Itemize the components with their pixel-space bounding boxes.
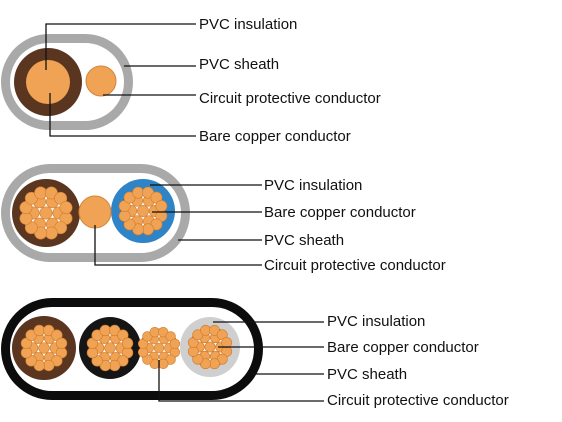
cable-2-core-2-strands [118, 186, 168, 236]
copper-strand [153, 342, 165, 354]
cable-2: PVC insulation Bare copper conductor PVC… [1, 164, 446, 274]
cable-3-core-1-strands [20, 324, 68, 372]
cable-2-label-pvc-insulation: PVC insulation [264, 177, 362, 194]
copper-strand [121, 337, 134, 349]
copper-strand [104, 342, 116, 354]
copper-strand [39, 206, 53, 220]
copper-strand [137, 205, 149, 217]
cable-3-label-pvc-sheath: PVC sheath [327, 366, 407, 383]
cable-1-cpc-conductor [85, 65, 117, 97]
copper-strand [38, 342, 50, 354]
copper-strand [55, 337, 68, 349]
cable-3-label-cpc: Circuit protective conductor [327, 392, 509, 409]
cable-2-label-cpc: Circuit protective conductor [264, 257, 446, 274]
cable-1-label-pvc-insulation: PVC insulation [199, 16, 297, 33]
cable-1-leader-bare-copper [49, 93, 196, 137]
cable-2-core-1-strands [19, 186, 73, 240]
cable-2-label-pvc-sheath: PVC sheath [264, 232, 344, 249]
cable-3: PVC insulation Bare copper conductor PVC… [1, 298, 509, 409]
cable-2-label-bare-copper: Bare copper conductor [264, 204, 416, 221]
cable-1-leader-insulation [45, 23, 196, 70]
copper-strand [155, 200, 168, 213]
cable-3-label-bare-copper: Bare copper conductor [327, 339, 479, 356]
cable-2-leader-cpc [94, 225, 262, 266]
cable-1-label-cpc: Circuit protective conductor [199, 90, 381, 107]
copper-strand [221, 337, 233, 348]
cable-3-leader-cpc [158, 360, 324, 402]
copper-strand [59, 201, 73, 215]
cable-1: PVC insulation PVC sheath Circuit protec… [1, 16, 381, 145]
cable-2-cpc-conductor [78, 195, 112, 229]
cable-3-cpc-strands [137, 326, 181, 370]
cable-1-core-conductor [26, 60, 70, 104]
cable-3-core-2-strands [86, 324, 134, 372]
cable-1-label-bare-copper: Bare copper conductor [199, 128, 351, 145]
cable-3-label-pvc-insulation: PVC insulation [327, 313, 425, 330]
copper-strand [169, 338, 181, 349]
copper-strand [204, 341, 216, 353]
cable-1-label-pvc-sheath: PVC sheath [199, 56, 279, 73]
